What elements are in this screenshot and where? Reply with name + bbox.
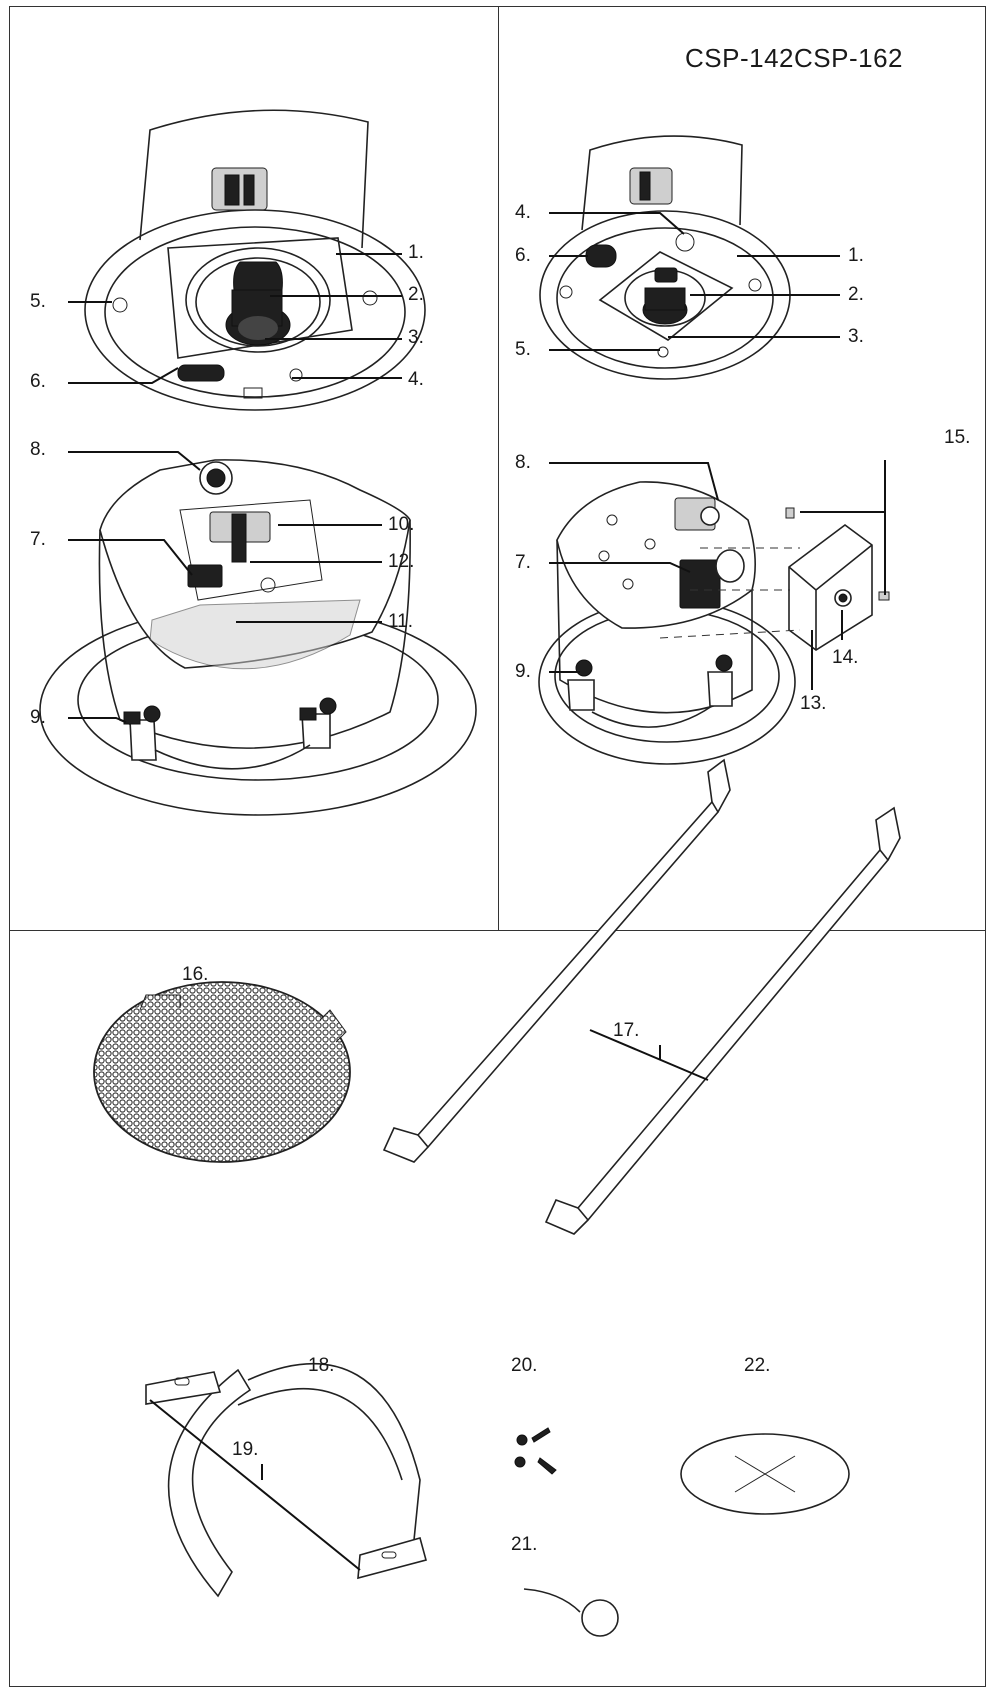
callout-5-right: 5. bbox=[515, 339, 531, 360]
callout-6: 6. bbox=[30, 371, 46, 392]
left-speaker-rear bbox=[39, 459, 477, 816]
left-speaker-front bbox=[84, 109, 426, 411]
bracket-18-19 bbox=[145, 1362, 427, 1598]
left-front-leader-lines bbox=[68, 253, 402, 384]
callout-15: 15. bbox=[944, 427, 971, 448]
callout-7: 7. bbox=[30, 529, 46, 550]
callout-14: 14. bbox=[832, 647, 859, 668]
callout-6-right: 6. bbox=[515, 245, 531, 266]
accessories-panel bbox=[9, 930, 986, 1687]
callout-22: 22. bbox=[744, 1355, 771, 1376]
right-speaker-rear bbox=[538, 481, 890, 765]
right-rear-leader-lines bbox=[549, 460, 886, 690]
callout-3-right: 3. bbox=[848, 326, 864, 347]
callout-8-right: 8. bbox=[515, 452, 531, 473]
grille-16 bbox=[93, 981, 351, 1163]
callout-13: 13. bbox=[800, 693, 827, 714]
callout-16: 16. bbox=[182, 964, 209, 985]
callout-8: 8. bbox=[30, 439, 46, 460]
callout-4-right: 4. bbox=[515, 202, 531, 223]
callout-4: 4. bbox=[408, 369, 424, 390]
callout-20: 20. bbox=[511, 1355, 538, 1376]
callout-9: 9. bbox=[30, 707, 46, 728]
callout-2-right: 2. bbox=[848, 284, 864, 305]
left-rear-leader-lines bbox=[68, 451, 382, 723]
model-title: CSP-142CSP-162 bbox=[685, 43, 903, 73]
right-speaker-front bbox=[539, 135, 791, 380]
callout-10: 10. bbox=[388, 514, 415, 535]
callout-18: 18. bbox=[308, 1355, 335, 1376]
callout-3: 3. bbox=[408, 327, 424, 348]
callout-11: 11. bbox=[388, 611, 414, 632]
callout-7-right: 7. bbox=[515, 552, 531, 573]
callout-12: 12. bbox=[388, 551, 415, 572]
tool-21 bbox=[523, 1588, 619, 1637]
callout-9-right: 9. bbox=[515, 661, 531, 682]
callout-19: 19. bbox=[232, 1439, 259, 1460]
callout-1: 1. bbox=[408, 242, 424, 263]
callout-21: 21. bbox=[511, 1534, 538, 1555]
callout-1-right: 1. bbox=[848, 245, 864, 266]
callout-5: 5. bbox=[30, 291, 46, 312]
right-front-leader-lines bbox=[549, 212, 840, 351]
callout-17: 17. bbox=[613, 1020, 640, 1041]
screws-20 bbox=[514, 1427, 557, 1475]
callout-2: 2. bbox=[408, 284, 424, 305]
template-22 bbox=[680, 1433, 850, 1515]
rails-17 bbox=[382, 758, 901, 1235]
